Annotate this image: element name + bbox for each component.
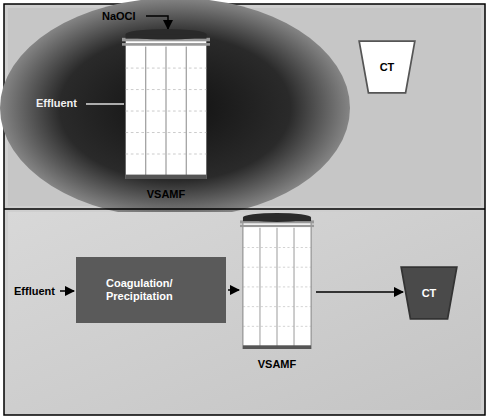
filter-node: VSAMF	[122, 29, 210, 201]
node-text: CT	[422, 287, 437, 300]
dosing-arrow	[146, 16, 168, 29]
process-box: Coagulation/ Precipitation	[76, 257, 226, 323]
filter-column	[122, 29, 210, 179]
filter-label: VSAMF	[258, 358, 297, 371]
node-text: CT	[380, 61, 395, 74]
filter-column	[240, 213, 314, 349]
stream-label: NaOCl	[102, 10, 136, 23]
flow-arrow	[316, 291, 403, 293]
filter-label: VSAMF	[147, 188, 186, 201]
stream-label: Effluent	[14, 285, 55, 298]
inflow-arrow	[60, 290, 74, 292]
flow-arrow	[228, 289, 239, 291]
filter-node: VSAMF	[240, 213, 314, 371]
bottom-panel	[8, 212, 481, 410]
stream-label: Effluent	[36, 97, 77, 110]
tank-node: CT	[400, 266, 458, 320]
tank-node: CT	[358, 40, 416, 94]
inflow-line	[86, 103, 124, 105]
dark-shadow	[0, 0, 350, 218]
panel-divider	[4, 208, 485, 210]
node-text: Coagulation/ Precipitation	[106, 277, 196, 303]
